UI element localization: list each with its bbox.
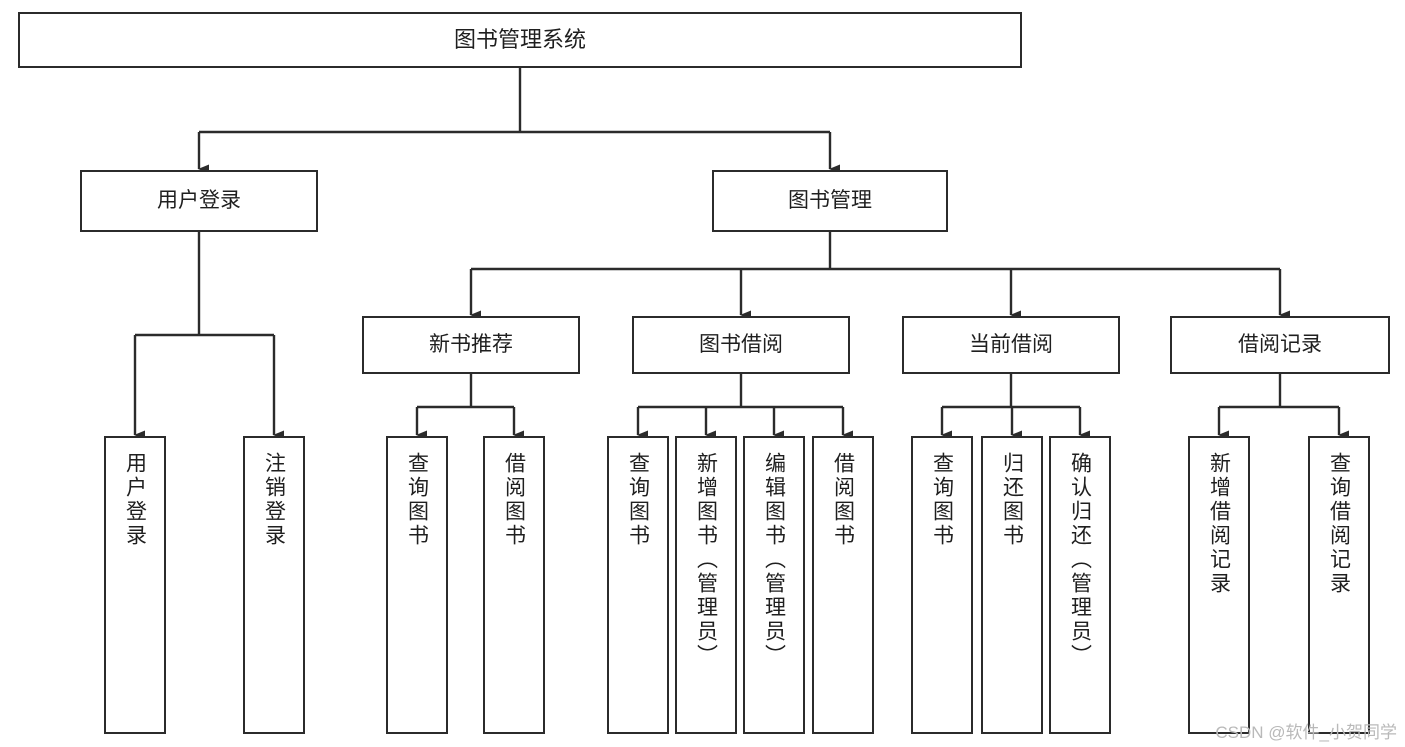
node-book_manage[interactable]: 图书管理 (712, 170, 948, 232)
node-root[interactable]: 图书管理系统 (18, 12, 1022, 68)
node-leaf_user_login[interactable]: 用户登录 (104, 436, 166, 734)
node-leaf_borrow_book_2[interactable]: 借阅图书 (812, 436, 874, 734)
node-leaf_query_book_3-label: 查询图书 (930, 452, 954, 548)
node-book_borrow[interactable]: 图书借阅 (632, 316, 850, 374)
node-new_book_rec[interactable]: 新书推荐 (362, 316, 580, 374)
node-leaf_return_book-label: 归还图书 (1000, 452, 1024, 548)
node-book_manage-label: 图书管理 (788, 189, 872, 213)
node-leaf_query_book_1[interactable]: 查询图书 (386, 436, 448, 734)
node-leaf_logout[interactable]: 注销登录 (243, 436, 305, 734)
node-leaf_query_record-label: 查询借阅记录 (1327, 452, 1351, 596)
node-leaf_borrow_book_1[interactable]: 借阅图书 (483, 436, 545, 734)
node-leaf_borrow_book_1-label: 借阅图书 (502, 452, 526, 548)
node-current_borrow[interactable]: 当前借阅 (902, 316, 1120, 374)
node-leaf_query_book_2-label: 查询图书 (626, 452, 650, 548)
node-leaf_query_book_3[interactable]: 查询图书 (911, 436, 973, 734)
node-book_borrow-label: 图书借阅 (699, 333, 783, 357)
node-leaf_add_record-label: 新增借阅记录 (1207, 452, 1231, 596)
node-leaf_logout-label: 注销登录 (262, 452, 286, 548)
node-leaf_query_book_1-label: 查询图书 (405, 452, 429, 548)
node-leaf_return_book[interactable]: 归还图书 (981, 436, 1043, 734)
node-root-label: 图书管理系统 (453, 26, 586, 52)
node-leaf_query_record[interactable]: 查询借阅记录 (1308, 436, 1370, 734)
node-user_login[interactable]: 用户登录 (80, 170, 318, 232)
node-user_login-label: 用户登录 (157, 189, 241, 213)
node-leaf_user_login-label: 用户登录 (123, 452, 147, 548)
node-leaf_add_book[interactable]: 新增图书（管理员） (675, 436, 737, 734)
node-leaf_confirm_return[interactable]: 确认归还（管理员） (1049, 436, 1111, 734)
node-leaf_query_book_2[interactable]: 查询图书 (607, 436, 669, 734)
watermark: CSDN @软件_小贺同学 (1215, 723, 1397, 742)
node-borrow_record[interactable]: 借阅记录 (1170, 316, 1390, 374)
node-leaf_borrow_book_2-label: 借阅图书 (831, 452, 855, 548)
node-new_book_rec-label: 新书推荐 (429, 333, 513, 357)
node-leaf_edit_book[interactable]: 编辑图书（管理员） (743, 436, 805, 734)
node-current_borrow-label: 当前借阅 (969, 333, 1053, 357)
node-leaf_add_record[interactable]: 新增借阅记录 (1188, 436, 1250, 734)
node-borrow_record-label: 借阅记录 (1238, 333, 1322, 357)
node-leaf_edit_book-label: 编辑图书（管理员） (762, 452, 786, 668)
node-leaf_confirm_return-label: 确认归还（管理员） (1068, 452, 1092, 668)
node-leaf_add_book-label: 新增图书（管理员） (694, 452, 718, 668)
